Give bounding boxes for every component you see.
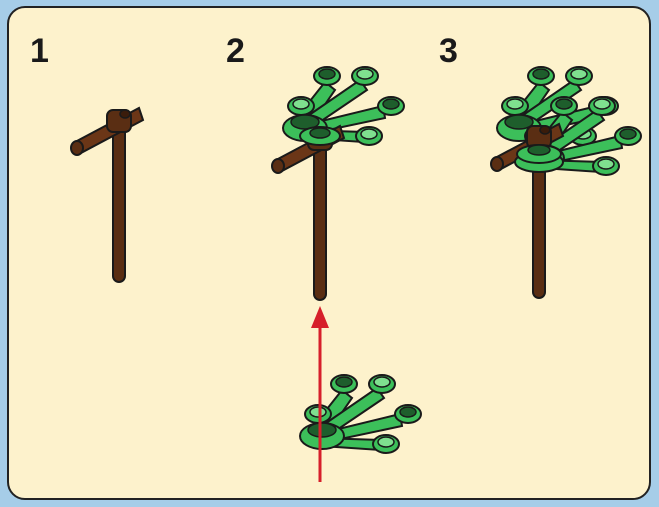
instruction-panel: 1 2 3 bbox=[7, 6, 651, 500]
step-number-3: 3 bbox=[439, 32, 458, 70]
step2-trunk bbox=[271, 125, 345, 301]
step-number-2: 2 bbox=[226, 32, 245, 70]
step2-assembly bbox=[271, 67, 404, 301]
loose-leaf-piece bbox=[300, 375, 421, 472]
step-number-1: 1 bbox=[30, 32, 49, 70]
step1-trunk bbox=[70, 107, 144, 283]
step3-assembly bbox=[490, 67, 641, 299]
assembly-illustration bbox=[70, 8, 651, 482]
